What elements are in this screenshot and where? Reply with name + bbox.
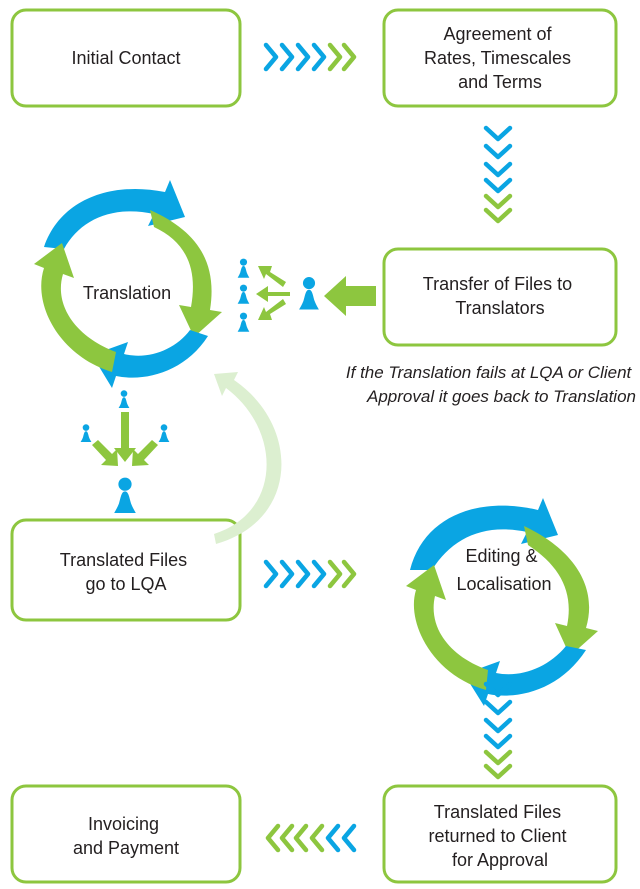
return-arrow-icon: [214, 372, 282, 544]
person-icon: [118, 390, 130, 408]
cycle-arrow-top: [410, 498, 558, 570]
person-icon: [237, 284, 250, 304]
person-icon: [237, 312, 250, 332]
person-icon: [158, 424, 170, 442]
cycle-arrow-top: [44, 180, 185, 249]
chevron-arrow-icon: [263, 559, 357, 589]
gather-arrows: [92, 412, 158, 466]
loop-back-note: If the Translation fails at LQA or Clien…: [346, 363, 636, 406]
chevron-arrow-icon: [263, 42, 357, 72]
box-translated-to-lqa-label: Translated Files go to LQA: [60, 550, 192, 594]
box-invoicing-label: Invoicing and Payment: [73, 814, 179, 858]
box-transfer: Transfer of Files to Translators: [382, 247, 618, 347]
cycle-arrow-right: [150, 210, 222, 337]
block-arrow-icon: [324, 276, 376, 316]
cycle-arrow-left: [34, 243, 116, 372]
box-invoicing: Invoicing and Payment: [10, 784, 242, 884]
chevron-arrow-icon: [265, 823, 357, 853]
cycle-arrow-right: [524, 526, 598, 656]
box-returned-to-client: Translated Files returned to Client for …: [382, 784, 618, 884]
box-initial-contact: Initial Contact: [10, 8, 242, 108]
box-initial-contact-label: Initial Contact: [71, 48, 180, 68]
box-agreement: Agreement of Rates, Timescales and Terms: [382, 8, 618, 108]
cycle-arrow-left: [406, 565, 488, 690]
chevron-arrow-icon: [483, 681, 513, 780]
distribution-arrows: [256, 266, 290, 320]
editing-label: Editing & Localisation: [456, 546, 551, 594]
editing-cycle-icon: Editing & Localisation: [406, 498, 598, 706]
box-translated-to-lqa: Translated Files go to LQA: [10, 518, 242, 622]
person-icon: [299, 277, 319, 310]
box-agreement-label: Agreement of Rates, Timescales and Terms: [424, 24, 576, 92]
box-returned-to-client-label: Translated Files returned to Client for …: [428, 802, 571, 870]
box-transfer-label: Transfer of Files to Translators: [423, 274, 577, 318]
translation-label: Translation: [83, 283, 171, 303]
translation-cycle-icon: Translation: [34, 180, 222, 388]
cycle-arrow-bottom: [92, 330, 208, 388]
person-icon: [237, 258, 250, 278]
person-icon: [114, 477, 136, 513]
chevron-arrow-icon: [483, 125, 513, 224]
person-icon: [80, 424, 92, 442]
